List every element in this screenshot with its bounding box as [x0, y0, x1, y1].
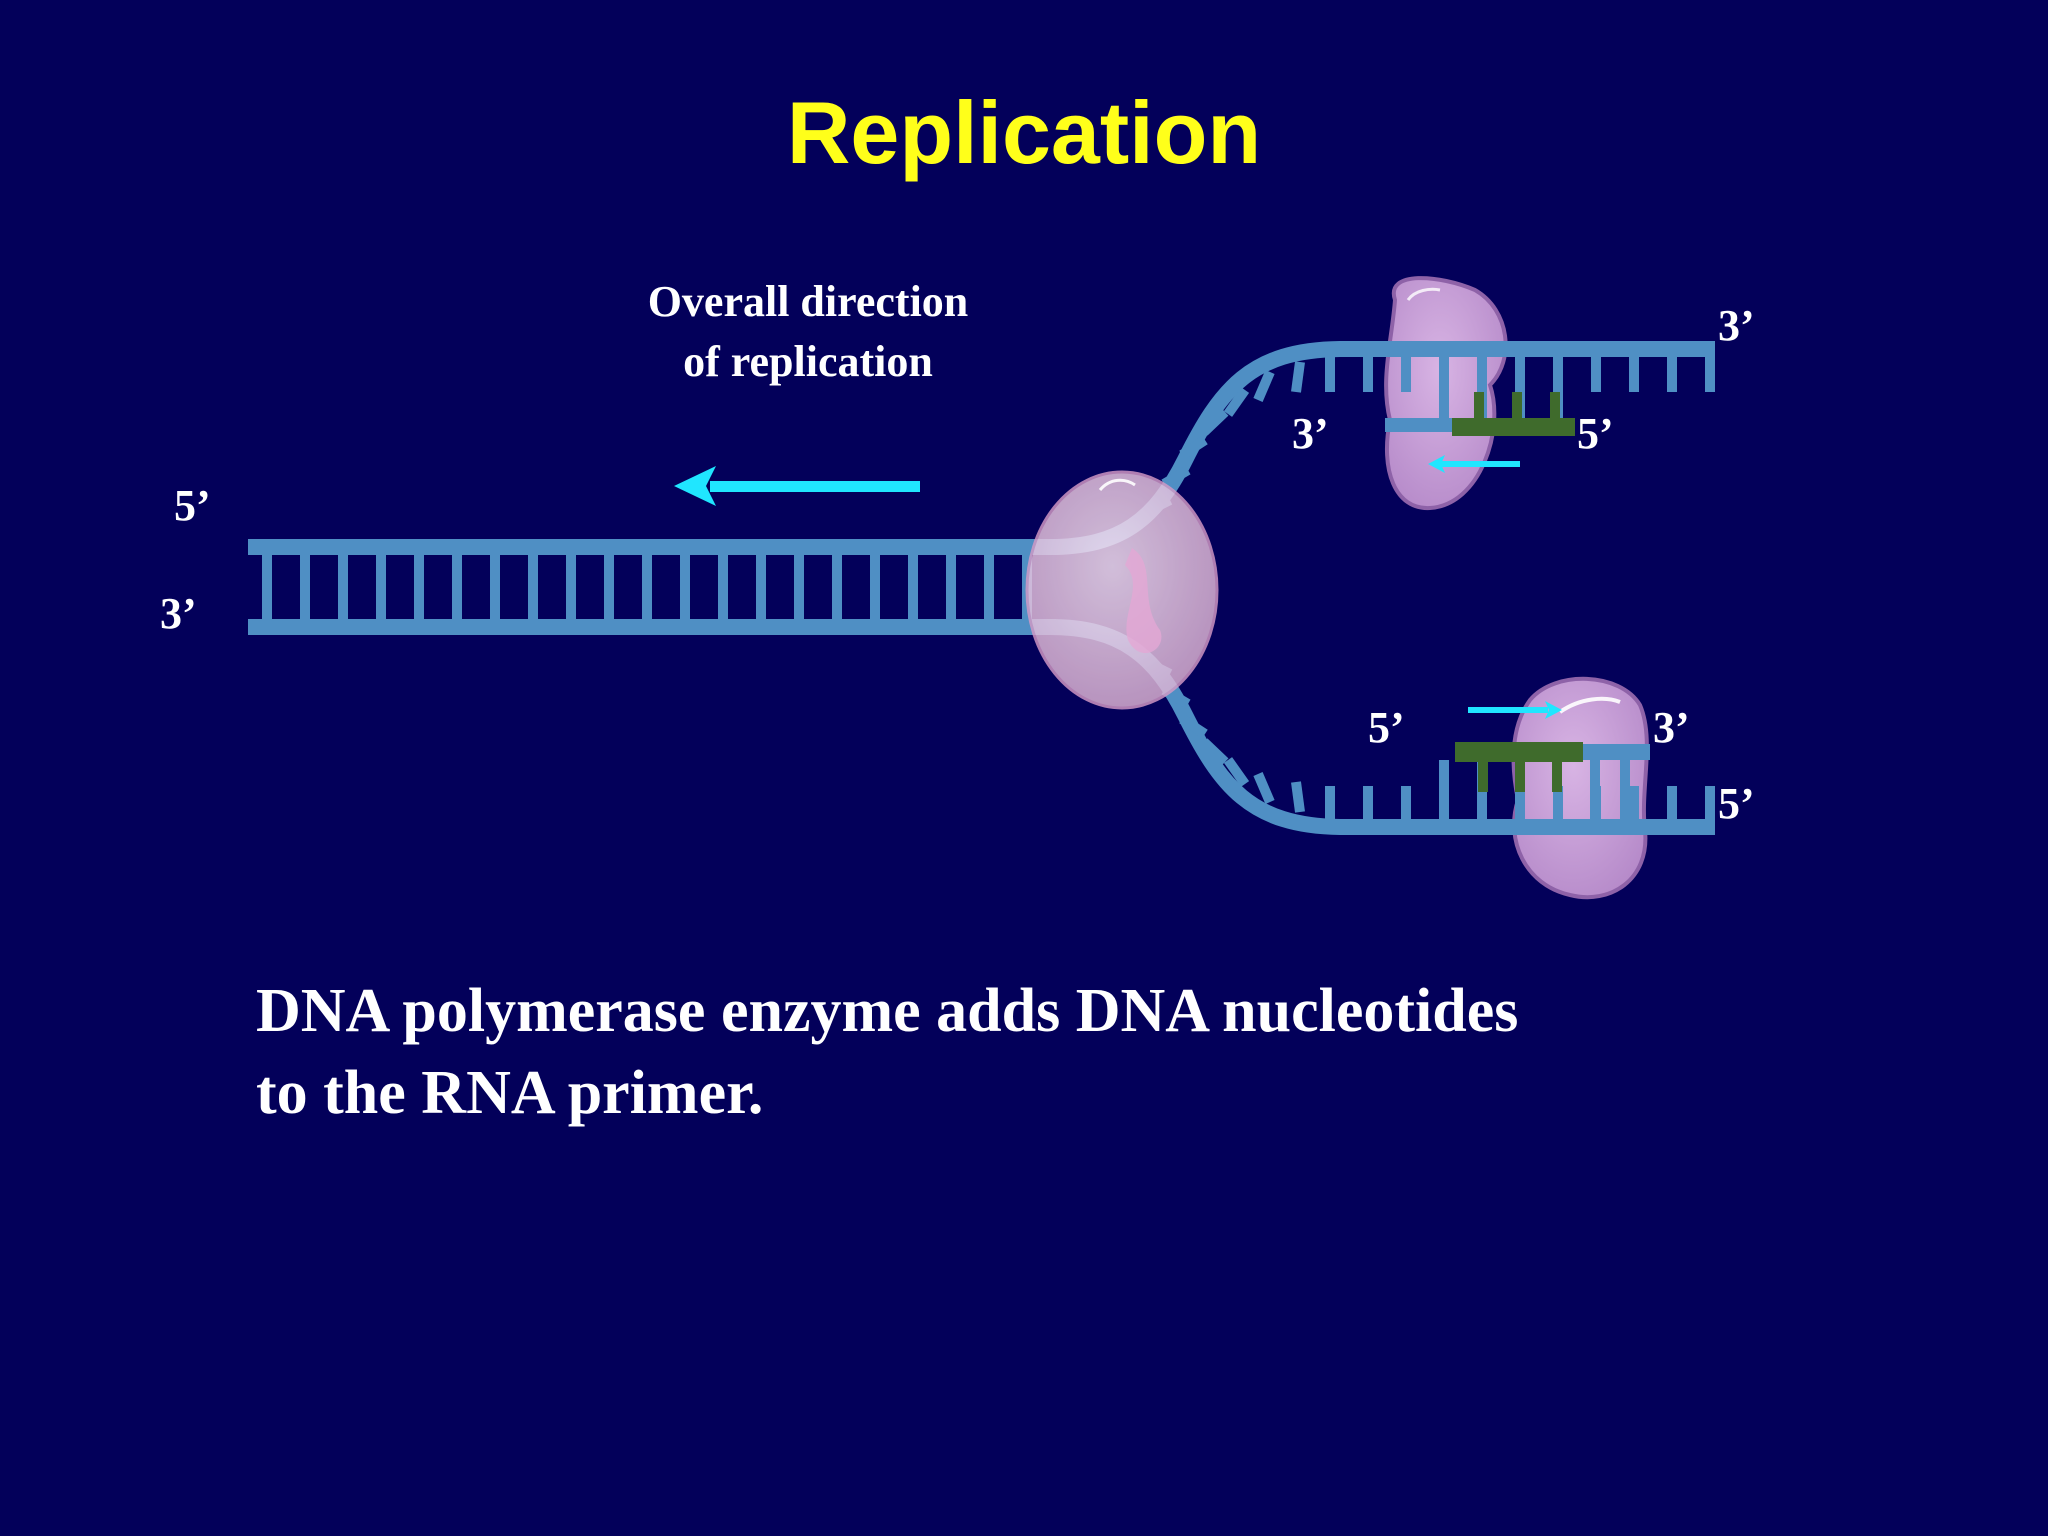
base-pair: [794, 553, 804, 621]
base: [1291, 361, 1305, 393]
base-pair: [452, 553, 462, 621]
upper-new-strand: [1385, 392, 1575, 436]
base-pair: [718, 553, 728, 621]
base-pair: [490, 553, 500, 621]
base-pair: [680, 553, 690, 621]
upper-new-strand-3-label: 3’: [1292, 409, 1329, 458]
lower-synthesis-arrow: [1468, 701, 1562, 719]
base-pair: [870, 553, 880, 621]
parent-top-end-label: 5’: [174, 481, 211, 530]
helicase: [1025, 470, 1219, 710]
base: [1253, 370, 1275, 402]
caption-line1: DNA polymerase enzyme adds DNA nucleotid…: [256, 977, 1519, 1045]
base-pair: [604, 553, 614, 621]
lower-rna-primer: [1455, 742, 1583, 762]
base-pair: [376, 553, 386, 621]
base-pair: [300, 553, 310, 621]
base: [1223, 387, 1250, 417]
slide-caption: DNA polymerase enzyme adds DNA nucleotid…: [256, 970, 1856, 1134]
base: [1253, 772, 1275, 804]
lower-new-strand: [1455, 742, 1650, 820]
lower-new-strand-3-label: 3’: [1653, 703, 1690, 752]
overall-direction-arrow: [674, 466, 920, 506]
base: [1200, 738, 1229, 766]
base: [1291, 781, 1305, 813]
base-pair: [566, 553, 576, 621]
base: [1200, 408, 1229, 436]
base-pair: [984, 553, 994, 621]
base-pair: [832, 553, 842, 621]
upper-template-end-label: 3’: [1718, 301, 1755, 350]
base: [1179, 714, 1208, 739]
base-pair: [528, 553, 538, 621]
upper-rna-primer: [1452, 418, 1575, 436]
base: [1161, 465, 1191, 489]
parental-dna-duplex: [248, 539, 1056, 635]
parental-base-pairs: [262, 553, 1032, 621]
base-pair: [338, 553, 348, 621]
base-pair: [946, 553, 956, 621]
base: [1179, 435, 1208, 460]
slide-title: Replication: [786, 83, 1262, 182]
base-pair: [414, 553, 424, 621]
base-pair: [756, 553, 766, 621]
base-pair: [642, 553, 652, 621]
direction-label-line1: Overall direction: [648, 277, 969, 326]
parent-bottom-end-label: 3’: [160, 589, 197, 638]
base-pair: [262, 553, 272, 621]
base: [1223, 757, 1250, 787]
upper-synthesis-arrow: [1428, 455, 1520, 473]
base-pair: [908, 553, 918, 621]
lower-template-end-label: 5’: [1718, 779, 1755, 828]
caption-line2: to the RNA primer.: [256, 1059, 764, 1127]
direction-label-line2: of replication: [683, 337, 933, 386]
lower-new-strand-5-label: 5’: [1368, 703, 1405, 752]
upper-new-strand-5-label: 5’: [1577, 409, 1614, 458]
